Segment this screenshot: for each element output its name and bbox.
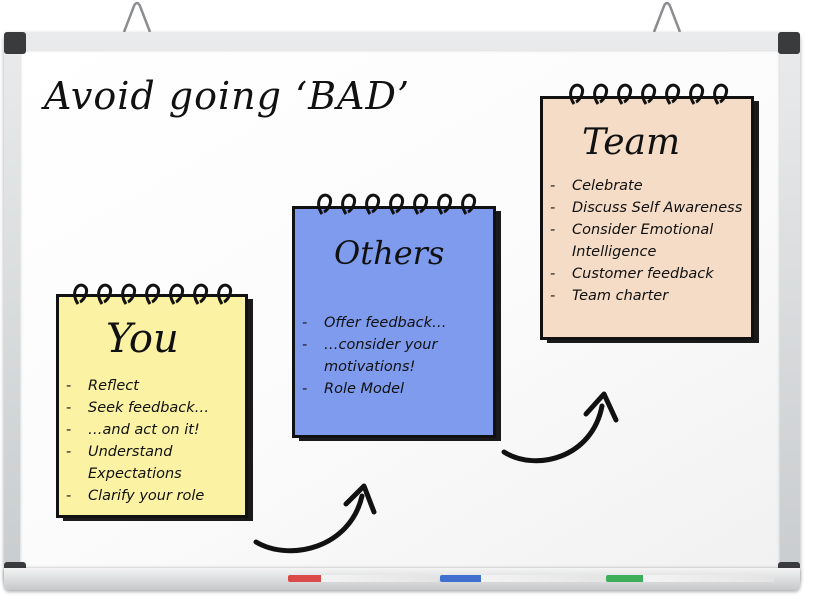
list-item: Seek feedback… <box>62 397 242 419</box>
note-you-list: Reflect Seek feedback… …and act on it! U… <box>62 375 242 507</box>
frame-corner-top-left <box>4 32 26 54</box>
list-item: Clarify your role <box>62 485 242 507</box>
wall-hook-icon <box>122 1 152 33</box>
note-you: You Reflect Seek feedback… …and act on i… <box>56 280 266 530</box>
spiral-binding-icon <box>317 193 476 215</box>
note-team-list: Celebrate Discuss Self Awareness Conside… <box>546 175 746 307</box>
note-others-title: Others <box>334 234 445 272</box>
note-you-title: You <box>106 316 179 362</box>
marker-icon[interactable] <box>288 575 438 582</box>
note-team: Team Celebrate Discuss Self Awareness Co… <box>540 80 780 350</box>
list-item: Consider Emotional Intelligence <box>546 219 746 263</box>
wall-hook-icon <box>652 1 682 33</box>
list-item: Celebrate <box>546 175 746 197</box>
spiral-binding-icon <box>73 283 232 305</box>
marker-icon[interactable] <box>606 575 774 582</box>
marker-icon[interactable] <box>440 575 610 582</box>
list-item: Role Model <box>298 378 484 400</box>
note-others: Others Offer feedback… …consider your mo… <box>292 190 522 450</box>
list-item: Offer feedback… <box>298 312 484 334</box>
curved-arrow-icon <box>253 483 377 554</box>
list-item: Customer feedback <box>546 263 746 285</box>
note-team-title: Team <box>582 122 681 163</box>
list-item: Discuss Self Awareness <box>546 197 746 219</box>
page-title: Avoid going ‘BAD’ <box>44 74 411 118</box>
frame-corner-top-right <box>778 32 800 54</box>
list-item: Team charter <box>546 285 746 307</box>
list-item: …consider your motivations! <box>298 334 484 378</box>
list-item: …and act on it! <box>62 419 242 441</box>
spiral-binding-icon <box>569 83 728 105</box>
curved-arrow-icon <box>501 391 619 464</box>
list-item: Reflect <box>62 375 242 397</box>
note-others-list: Offer feedback… …consider your motivatio… <box>298 312 484 400</box>
list-item: Understand Expectations <box>62 441 242 485</box>
